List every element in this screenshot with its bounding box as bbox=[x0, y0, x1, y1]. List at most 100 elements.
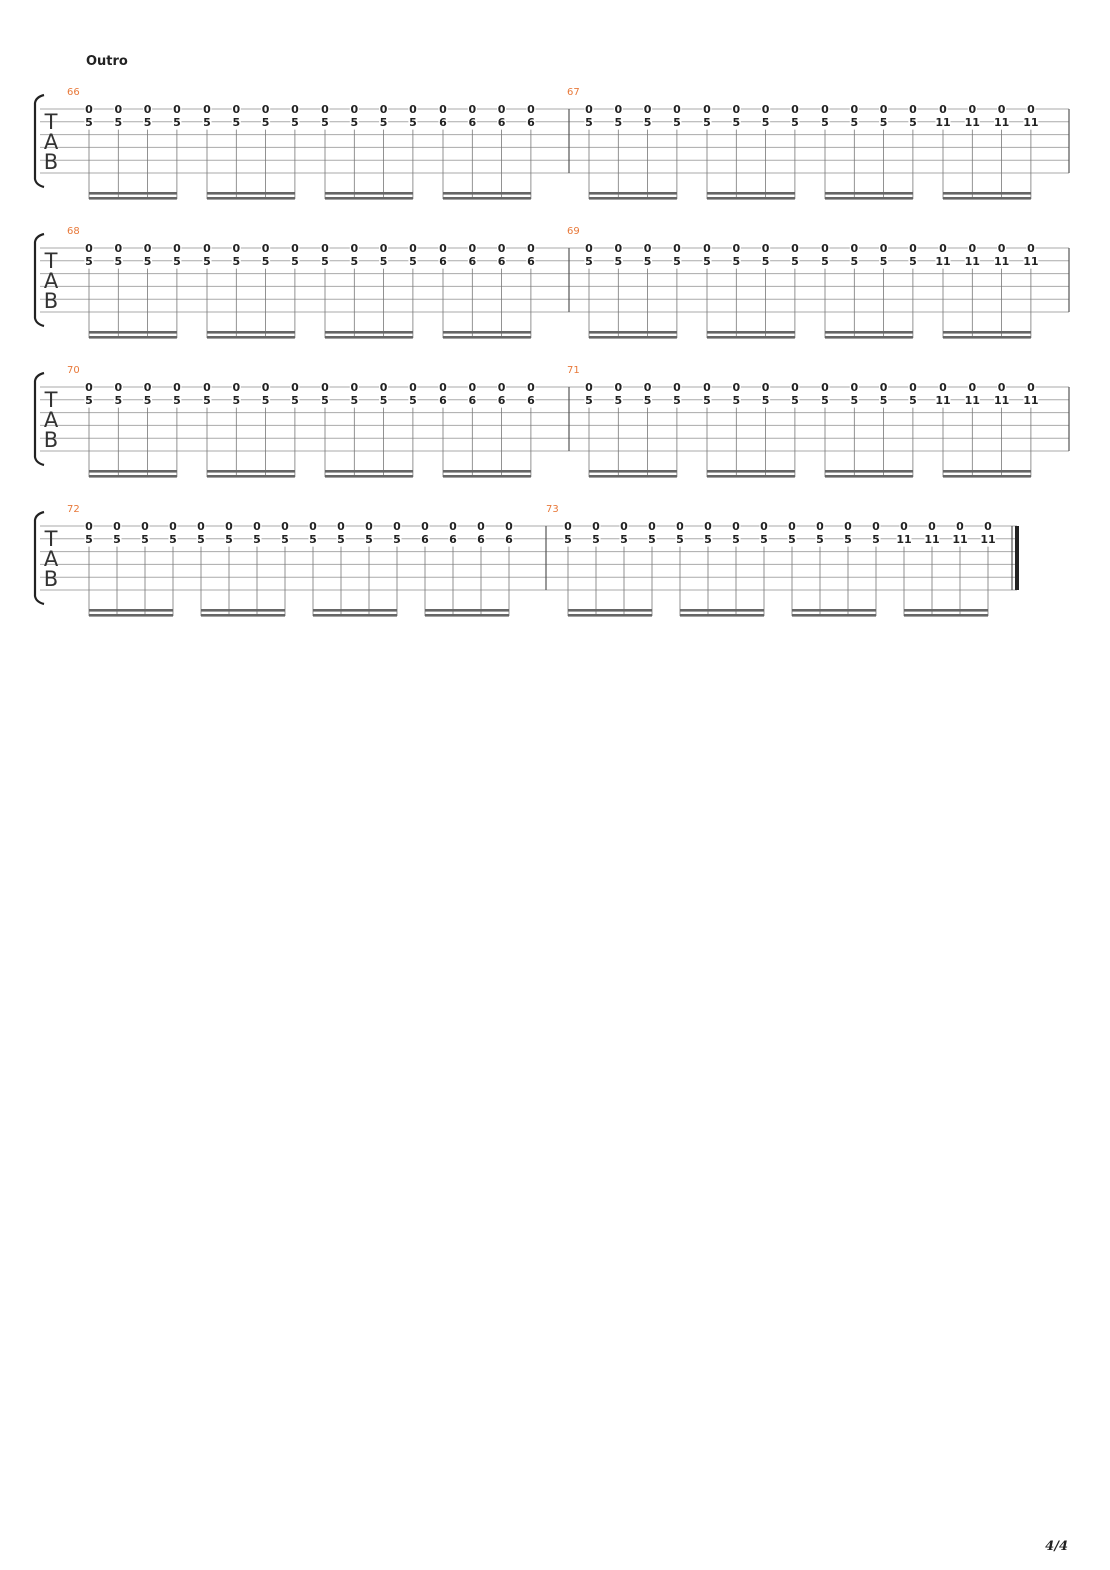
fret-mask bbox=[497, 242, 507, 253]
fret-number: 0 bbox=[909, 242, 917, 255]
fret-number: 0 bbox=[232, 242, 240, 255]
fret-mask bbox=[938, 381, 948, 392]
beam bbox=[207, 470, 295, 473]
fret-number: 0 bbox=[644, 103, 652, 116]
fret-mask bbox=[731, 532, 741, 544]
fret-number: 5 bbox=[816, 533, 824, 546]
fret-number: 0 bbox=[703, 381, 711, 394]
beam bbox=[707, 192, 795, 195]
fret-mask bbox=[467, 381, 477, 392]
fret-number: 5 bbox=[232, 394, 240, 407]
fret-number: 5 bbox=[113, 533, 121, 546]
fret-mask bbox=[467, 393, 477, 405]
fret-number: 5 bbox=[262, 394, 270, 407]
fret-mask bbox=[438, 242, 448, 253]
fret-mask bbox=[703, 520, 713, 531]
beam bbox=[589, 331, 677, 334]
fret-number: 0 bbox=[468, 242, 476, 255]
fret-mask bbox=[349, 115, 359, 127]
beam bbox=[943, 197, 1031, 200]
fret-mask bbox=[879, 103, 889, 114]
beam bbox=[313, 609, 397, 612]
fret-mask bbox=[113, 381, 123, 392]
fret-number: 0 bbox=[527, 242, 535, 255]
fret-number: 0 bbox=[262, 381, 270, 394]
fret-number: 0 bbox=[821, 242, 829, 255]
fret-number: 5 bbox=[732, 533, 740, 546]
beam bbox=[443, 470, 531, 473]
fret-mask bbox=[672, 393, 682, 405]
fret-mask bbox=[113, 115, 123, 127]
fret-number: 0 bbox=[704, 520, 712, 533]
fret-mask bbox=[820, 381, 830, 392]
fret-number: 5 bbox=[676, 533, 684, 546]
tab-clef-letter: A bbox=[44, 269, 59, 293]
fret-number: 5 bbox=[262, 255, 270, 268]
beam bbox=[825, 331, 913, 334]
beam bbox=[89, 470, 177, 473]
fret-number: 0 bbox=[703, 242, 711, 255]
fret-number: 0 bbox=[291, 381, 299, 394]
fret-mask bbox=[879, 381, 889, 392]
fret-mask bbox=[843, 520, 853, 531]
fret-number: 5 bbox=[203, 116, 211, 129]
fret-mask bbox=[591, 532, 601, 544]
fret-number: 0 bbox=[928, 520, 936, 533]
fret-number: 0 bbox=[850, 242, 858, 255]
beam bbox=[707, 331, 795, 334]
fret-mask bbox=[143, 115, 153, 127]
fret-number: 6 bbox=[468, 394, 476, 407]
fret-mask bbox=[408, 381, 418, 392]
fret-number: 0 bbox=[527, 381, 535, 394]
fret-number: 0 bbox=[614, 242, 622, 255]
fret-number: 0 bbox=[291, 103, 299, 116]
measure-number: 70 bbox=[67, 365, 80, 376]
fret-mask bbox=[731, 103, 741, 114]
fret-number: 6 bbox=[527, 255, 535, 268]
fret-number: 5 bbox=[821, 116, 829, 129]
fret-mask bbox=[761, 254, 771, 266]
fret-number: 5 bbox=[291, 394, 299, 407]
fret-mask bbox=[820, 103, 830, 114]
fret-number: 0 bbox=[498, 242, 506, 255]
beam bbox=[707, 470, 795, 473]
fret-mask bbox=[392, 532, 402, 544]
tab-clef-letter: B bbox=[44, 567, 58, 591]
fret-number: 5 bbox=[791, 116, 799, 129]
fret-number: 0 bbox=[732, 520, 740, 533]
fret-mask bbox=[448, 520, 458, 531]
fret-mask bbox=[224, 532, 234, 544]
fret-number: 0 bbox=[648, 520, 656, 533]
beam bbox=[325, 336, 413, 339]
fret-number: 0 bbox=[909, 103, 917, 116]
fret-number: 0 bbox=[173, 242, 181, 255]
beam bbox=[680, 614, 764, 617]
fret-number: 6 bbox=[468, 255, 476, 268]
fret-number: 0 bbox=[585, 242, 593, 255]
fret-number: 5 bbox=[197, 533, 205, 546]
fret-number: 5 bbox=[703, 394, 711, 407]
fret-number: 0 bbox=[821, 381, 829, 394]
fret-number: 5 bbox=[169, 533, 177, 546]
fret-mask bbox=[879, 393, 889, 405]
beam bbox=[792, 614, 876, 617]
fret-number: 0 bbox=[85, 381, 93, 394]
fret-mask bbox=[849, 381, 859, 392]
fret-mask bbox=[672, 115, 682, 127]
fret-number: 0 bbox=[762, 381, 770, 394]
fret-number: 11 bbox=[935, 116, 950, 129]
fret-mask bbox=[849, 242, 859, 253]
fret-number: 0 bbox=[673, 103, 681, 116]
fret-number: 11 bbox=[952, 533, 967, 546]
fret-mask bbox=[84, 393, 94, 405]
tab-clef-letter: A bbox=[44, 547, 59, 571]
fret-number: 6 bbox=[498, 255, 506, 268]
fret-number: 6 bbox=[527, 116, 535, 129]
fret-number: 5 bbox=[762, 116, 770, 129]
fret-number: 0 bbox=[113, 520, 121, 533]
fret-mask bbox=[349, 393, 359, 405]
fret-mask bbox=[672, 242, 682, 253]
fret-mask bbox=[379, 103, 389, 114]
fret-number: 5 bbox=[704, 533, 712, 546]
